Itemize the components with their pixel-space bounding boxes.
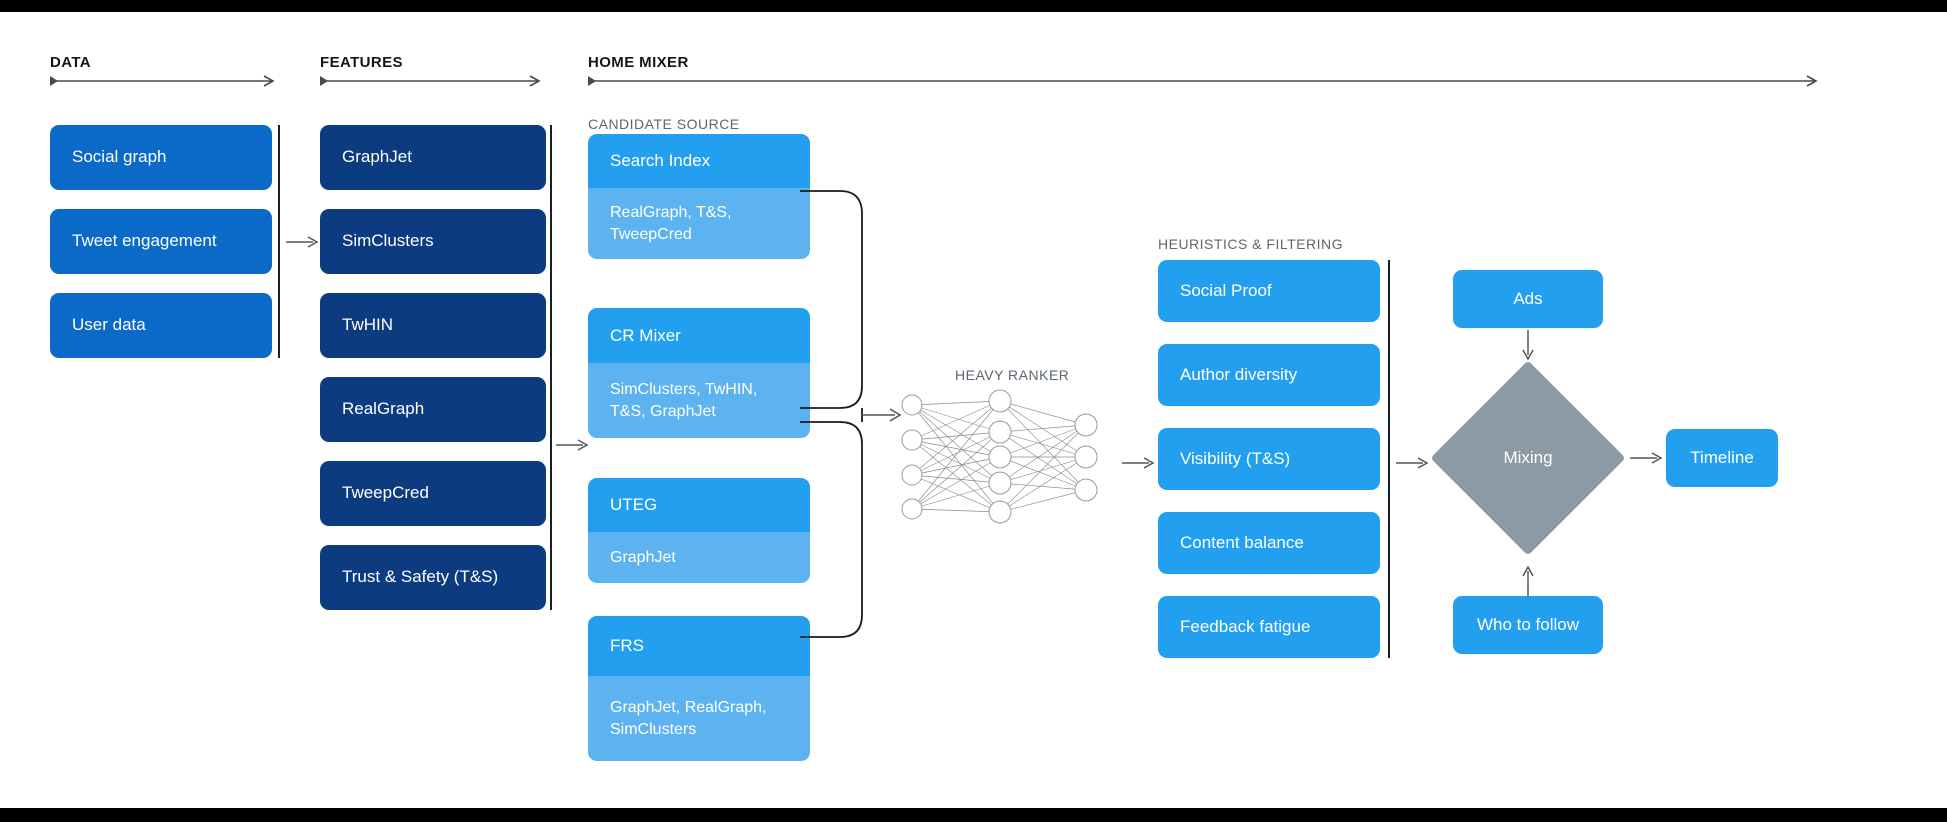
section-header-features: FEATURES — [320, 54, 403, 71]
candidate-source-card-cr-mixer[interactable]: CR Mixer SimClusters, TwHIN, T&S, GraphJ… — [588, 308, 810, 438]
candidate-source-features: GraphJet — [588, 532, 810, 583]
candidate-source-title: FRS — [588, 616, 810, 676]
section-header-home-mixer: HOME MIXER — [588, 54, 689, 71]
divider-heuristics-column — [1388, 260, 1390, 658]
candidate-source-card-frs[interactable]: FRS GraphJet, RealGraph, SimClusters — [588, 616, 810, 761]
candidate-source-features: SimClusters, TwHIN, T&S, GraphJet — [588, 363, 810, 438]
card-label: User data — [72, 315, 146, 335]
brace-candidate-sources-to-heavy-ranker — [800, 152, 920, 712]
heuristic-card-visibility[interactable]: Visibility (T&S) — [1158, 428, 1380, 490]
arrow-data-to-features — [286, 236, 320, 248]
card-label: Trust & Safety (T&S) — [342, 567, 499, 587]
candidate-source-title: Search Index — [588, 134, 810, 188]
heuristic-card-social-proof[interactable]: Social Proof — [1158, 260, 1380, 322]
divider-features-column — [550, 125, 552, 610]
heuristic-card-author-diversity[interactable]: Author diversity — [1158, 344, 1380, 406]
card-label: GraphJet — [342, 147, 412, 167]
heuristic-card-content-balance[interactable]: Content balance — [1158, 512, 1380, 574]
subsection-header-heuristics: HEURISTICS & FILTERING — [1158, 236, 1343, 252]
divider-data-column — [278, 125, 280, 358]
arrow-ads-to-mixing — [1521, 330, 1535, 362]
arrow-mixing-to-timeline — [1630, 452, 1664, 464]
feature-card-realgraph[interactable]: RealGraph — [320, 377, 546, 442]
card-label: TwHIN — [342, 315, 393, 335]
feature-card-twhin[interactable]: TwHIN — [320, 293, 546, 358]
arrow-heuristics-to-mixing — [1396, 457, 1430, 469]
card-label: Tweet engagement — [72, 231, 217, 251]
heavy-ranker-neural-network — [890, 387, 1110, 527]
candidate-source-card-uteg[interactable]: UTEG GraphJet — [588, 478, 810, 583]
mixing-diamond[interactable]: Mixing — [1430, 360, 1626, 556]
candidate-source-title: UTEG — [588, 478, 810, 532]
section-rule-home-mixer — [588, 74, 1823, 88]
card-label: SimClusters — [342, 231, 434, 251]
card-label: Social Proof — [1180, 280, 1272, 300]
feature-card-tweepcred[interactable]: TweepCred — [320, 461, 546, 526]
feature-card-trust-safety[interactable]: Trust & Safety (T&S) — [320, 545, 546, 610]
section-rule-data — [50, 74, 280, 88]
feature-card-graphjet[interactable]: GraphJet — [320, 125, 546, 190]
diagram-canvas: DATA FEATURES HOME MIXER CANDIDATE SOURC… — [0, 12, 1947, 808]
card-label: Who to follow — [1476, 614, 1580, 634]
mixing-diamond-shape — [1430, 360, 1626, 556]
section-header-data: DATA — [50, 54, 92, 71]
feature-card-simclusters[interactable]: SimClusters — [320, 209, 546, 274]
output-card-ads[interactable]: Ads — [1453, 270, 1603, 328]
arrow-who-to-follow-to-mixing — [1521, 564, 1535, 596]
subsection-header-candidate-source: CANDIDATE SOURCE — [588, 116, 740, 132]
card-label: TweepCred — [342, 483, 429, 503]
card-label: Visibility (T&S) — [1180, 448, 1291, 468]
candidate-source-features: RealGraph, T&S, TweepCred — [588, 188, 810, 259]
card-label: Social graph — [72, 147, 167, 167]
card-label: Feedback fatigue — [1180, 616, 1311, 636]
card-label: Ads — [1513, 288, 1543, 308]
candidate-source-features: GraphJet, RealGraph, SimClusters — [588, 676, 810, 761]
section-rule-features — [320, 74, 546, 88]
card-label: Content balance — [1180, 532, 1304, 552]
heavy-ranker-label: HEAVY RANKER — [955, 367, 1070, 383]
arrow-features-to-candidate-source — [556, 439, 590, 451]
candidate-source-card-search-index[interactable]: Search Index RealGraph, T&S, TweepCred — [588, 134, 810, 259]
data-card-user-data[interactable]: User data — [50, 293, 272, 358]
data-card-social-graph[interactable]: Social graph — [50, 125, 272, 190]
arrow-heavy-ranker-to-heuristics — [1122, 457, 1156, 469]
output-card-who-to-follow[interactable]: Who to follow — [1453, 596, 1603, 654]
candidate-source-title: CR Mixer — [588, 308, 810, 363]
data-card-tweet-engagement[interactable]: Tweet engagement — [50, 209, 272, 274]
card-label: Author diversity — [1180, 364, 1298, 384]
output-card-timeline[interactable]: Timeline — [1666, 429, 1778, 487]
heuristic-card-feedback-fatigue[interactable]: Feedback fatigue — [1158, 596, 1380, 658]
card-label: Timeline — [1690, 447, 1754, 467]
card-label: RealGraph — [342, 399, 425, 419]
